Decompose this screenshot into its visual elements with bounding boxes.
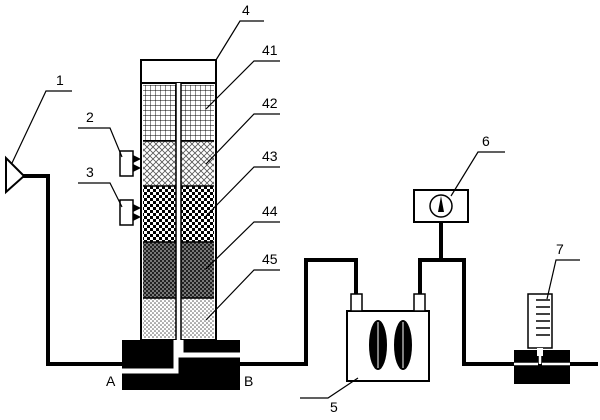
left-layer-41	[143, 85, 176, 141]
sampling-port-2	[119, 150, 141, 177]
callout-4: 4	[242, 2, 250, 18]
outlet-pipe-to-filter	[240, 258, 358, 366]
right-layer-41	[181, 85, 214, 141]
left-layer-45	[143, 298, 176, 338]
callout-7: 7	[556, 241, 564, 257]
callout-42: 42	[262, 95, 278, 111]
right-layer-42	[181, 141, 214, 186]
pressure-gauge	[413, 189, 469, 260]
central-divider	[176, 83, 181, 340]
right-layer-44	[181, 242, 214, 298]
inlet-funnel	[5, 155, 26, 195]
pipes	[22, 174, 598, 366]
callout-44: 44	[262, 203, 278, 219]
right-layer-45	[181, 298, 214, 338]
inlet-pipe	[22, 174, 122, 366]
column-top-cap	[140, 59, 217, 84]
port-label-a: A	[106, 373, 116, 389]
left-layer-42	[143, 141, 176, 186]
callout-43: 43	[262, 148, 278, 164]
right-layer-43	[181, 186, 214, 242]
callout-41: 41	[262, 42, 278, 58]
column-base	[122, 340, 240, 390]
callout-45: 45	[262, 251, 278, 267]
filter-unit	[346, 293, 430, 382]
left-layer-43	[143, 186, 176, 242]
callout-1: 1	[56, 72, 64, 88]
filter-to-gauge-pipe	[418, 258, 514, 366]
callout-3: 3	[86, 164, 94, 180]
left-layer-44	[143, 242, 176, 298]
sampling-port-3	[119, 199, 141, 226]
callout-6: 6	[482, 133, 490, 149]
callout-5: 5	[330, 399, 338, 415]
leader-lines	[11, 20, 580, 399]
flowmeter	[514, 293, 570, 384]
port-label-b: B	[244, 373, 253, 389]
callout-2: 2	[86, 109, 94, 125]
adsorption-column	[140, 59, 217, 341]
